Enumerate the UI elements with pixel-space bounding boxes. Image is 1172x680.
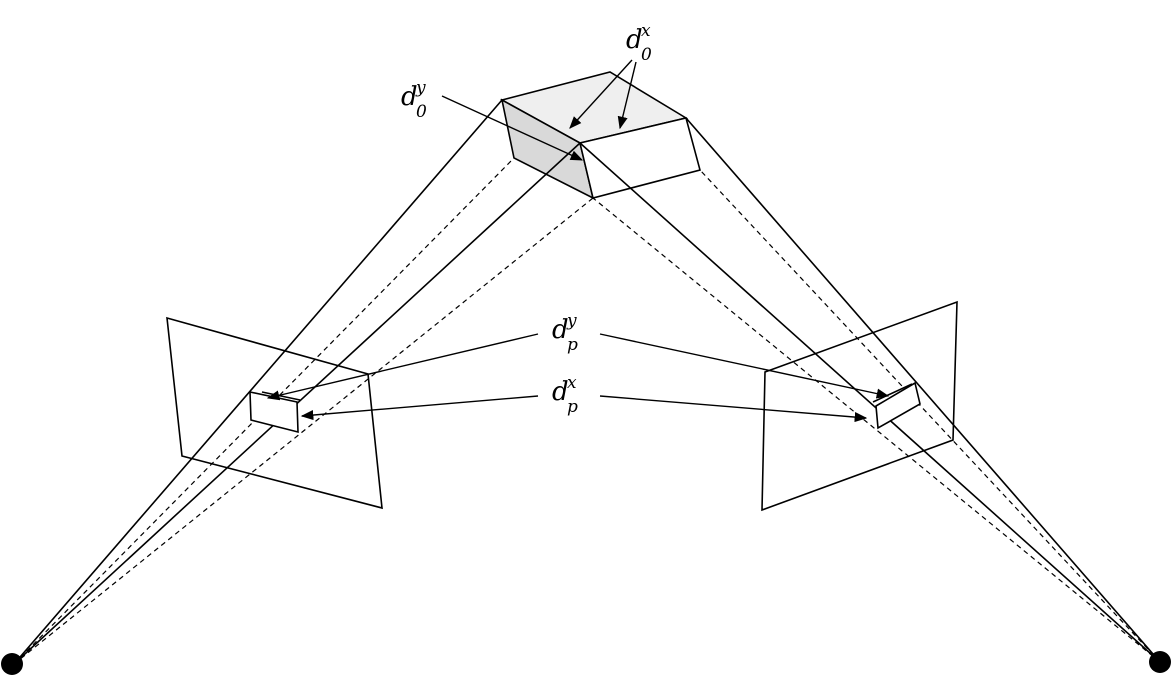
right-image-plane <box>761 300 958 512</box>
svg-text:p: p <box>567 335 578 355</box>
svg-text:y: y <box>566 311 577 331</box>
label-dpx: d x p <box>552 373 578 417</box>
object-box <box>499 71 701 200</box>
svg-text:0: 0 <box>641 45 652 65</box>
left-projected-box <box>249 391 301 434</box>
label-dpy: d y p <box>552 311 578 355</box>
left-image-plane <box>166 316 383 510</box>
annotation-arrows <box>266 59 890 423</box>
svg-text:d: d <box>552 315 569 345</box>
svg-text:y: y <box>415 78 426 98</box>
svg-text:x: x <box>641 21 651 41</box>
right-camera-rays <box>579 117 1161 663</box>
svg-text:d: d <box>626 25 643 55</box>
label-d0y: d y 0 <box>401 78 427 122</box>
svg-text:0: 0 <box>416 102 427 122</box>
box-front-face <box>579 117 701 199</box>
right-projected-box <box>872 381 921 430</box>
svg-text:d: d <box>552 377 569 407</box>
label-d0x: d x 0 <box>626 21 652 65</box>
svg-text:d: d <box>401 82 418 112</box>
left-camera-center <box>1 653 23 675</box>
right-camera-center <box>1149 651 1171 673</box>
left-camera-rays <box>13 99 594 665</box>
svg-text:p: p <box>567 397 578 417</box>
svg-text:x: x <box>567 373 577 393</box>
